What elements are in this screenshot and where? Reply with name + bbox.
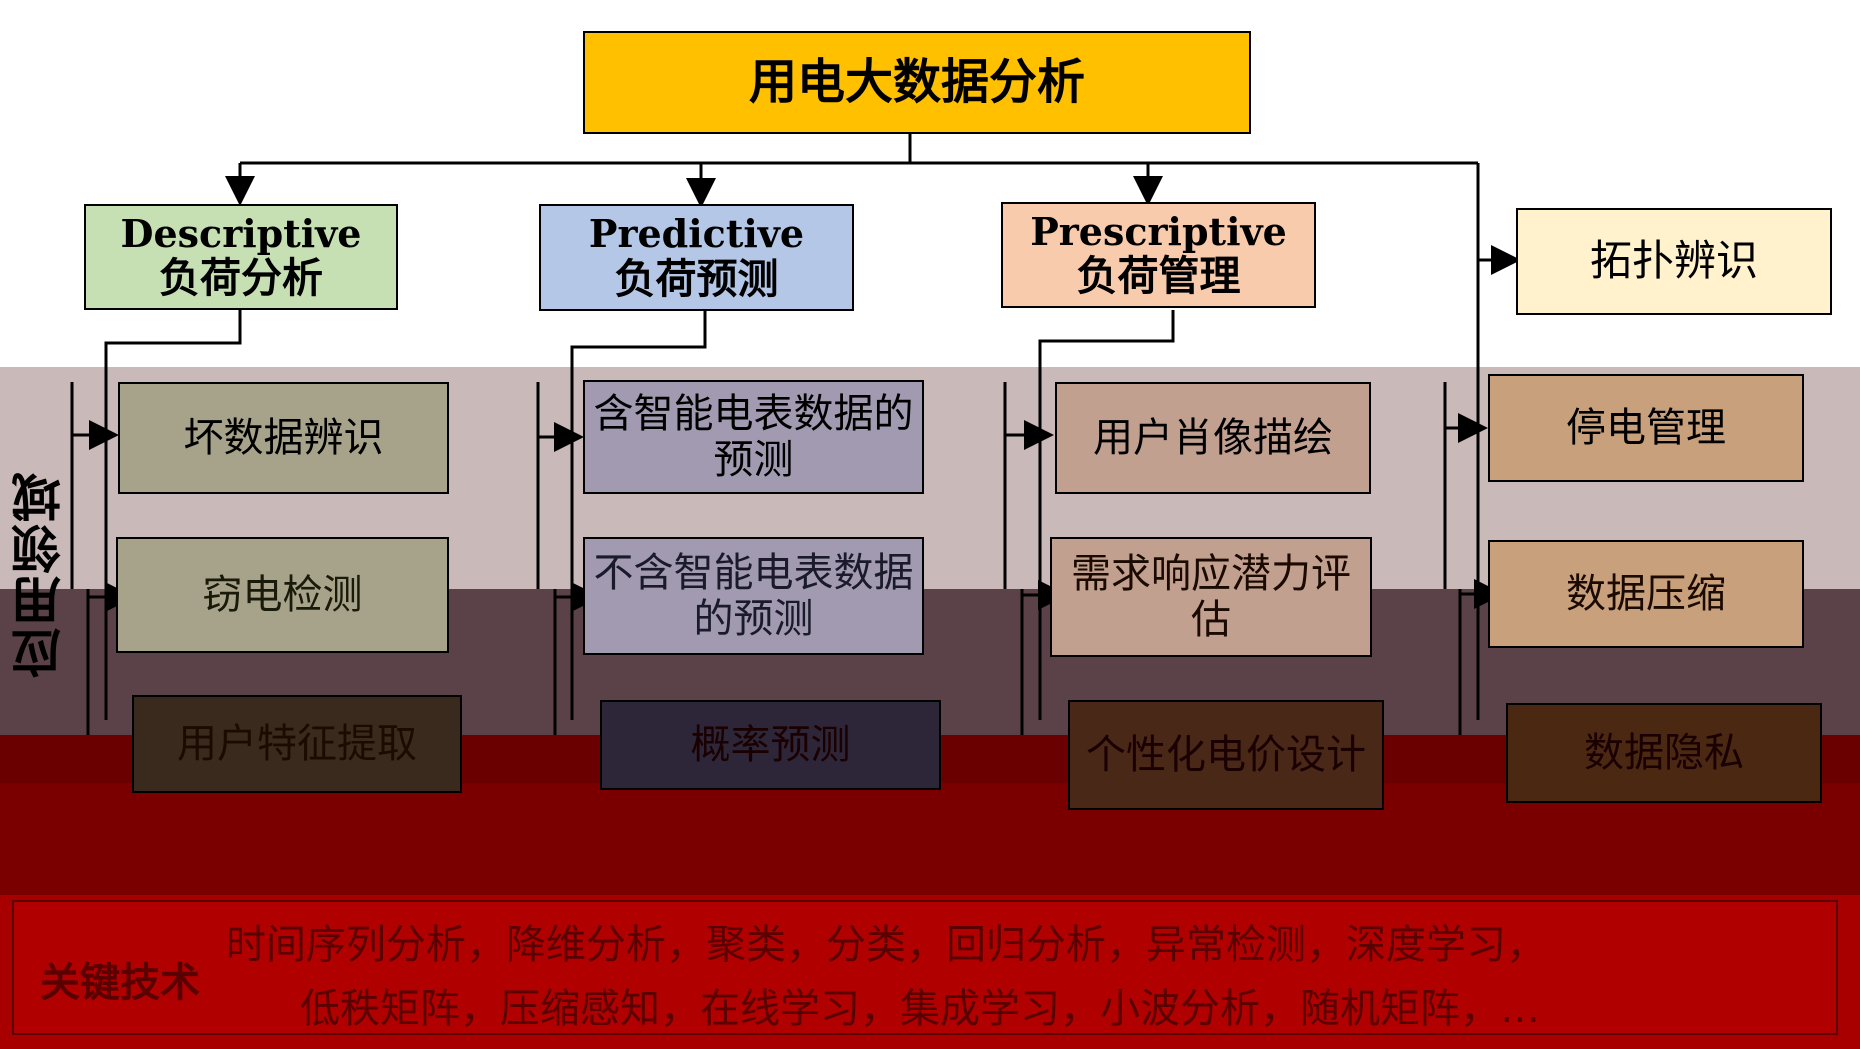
app-item: 个性化电价设计: [1068, 700, 1384, 810]
app-item: 数据隐私: [1506, 703, 1822, 803]
tech-label: 关键技术: [40, 960, 200, 1006]
side-label-applications: 应用领域: [11, 470, 69, 678]
category-en-label: Predictive: [588, 211, 805, 257]
app-item: 坏数据辨识: [118, 382, 449, 494]
app-item: 数据压缩: [1488, 540, 1804, 648]
app-item: 窃电检测: [116, 537, 449, 653]
tech-panel: [12, 900, 1838, 1035]
app-item: 不含智能电表数据的预测: [583, 537, 924, 655]
category-zh-label: 负荷预测: [614, 254, 779, 303]
category-zh-label: 负荷管理: [1076, 252, 1241, 301]
category-topology: 拓扑辨识: [1516, 208, 1832, 315]
diagram-title: 用电大数据分析: [583, 31, 1251, 134]
diagram-title-text: 用电大数据分析: [748, 53, 1085, 110]
app-item: 用户特征提取: [132, 695, 462, 793]
app-item: 用户肖像描绘: [1055, 382, 1371, 494]
category-predictive: Predictive 负荷预测: [539, 204, 854, 311]
category-zh-label: 拓扑辨识: [1589, 236, 1758, 286]
tech-line: 低秩矩阵，压缩感知，在线学习，集成学习，小波分析，随机矩阵，…: [300, 986, 1540, 1032]
tech-line: 时间序列分析，降维分析，聚类，分类，回归分析，异常检测，深度学习，: [226, 922, 1546, 968]
category-zh-label: 负荷分析: [159, 254, 323, 303]
app-item: 需求响应潜力评估: [1050, 537, 1372, 657]
app-item: 停电管理: [1488, 374, 1804, 482]
category-en-label: Descriptive: [120, 210, 362, 256]
app-item: 概率预测: [600, 700, 941, 790]
app-item: 含智能电表数据的预测: [583, 380, 924, 494]
category-descriptive: Descriptive 负荷分析: [84, 204, 398, 310]
category-en-label: Prescriptive: [1030, 208, 1287, 254]
category-prescriptive: Prescriptive 负荷管理: [1001, 202, 1316, 308]
